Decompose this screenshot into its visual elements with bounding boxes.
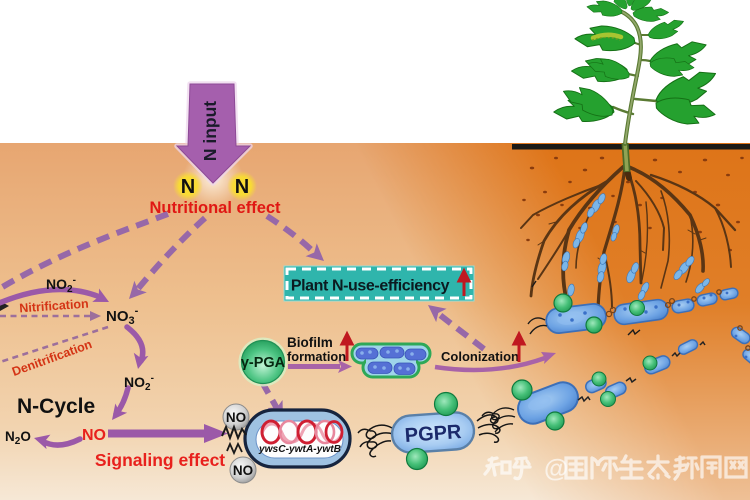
- svg-text:NO3-: NO3-: [106, 305, 139, 327]
- svg-text:PGPR: PGPR: [404, 421, 463, 447]
- svg-text:NO: NO: [82, 427, 106, 444]
- svg-text:Biofilm: Biofilm: [287, 335, 333, 350]
- svg-text:Colonization: Colonization: [441, 349, 519, 364]
- svg-text:N: N: [235, 176, 249, 198]
- svg-text:ywsC-ywtA-ywtB: ywsC-ywtA-ywtB: [258, 444, 341, 455]
- svg-text:Signaling effect: Signaling effect: [95, 450, 225, 470]
- svg-text:NO: NO: [233, 463, 253, 478]
- svg-text:N-Cycle: N-Cycle: [17, 395, 95, 418]
- svg-text:NO: NO: [226, 410, 246, 425]
- svg-text:Nutritional effect: Nutritional effect: [149, 199, 281, 217]
- svg-text:formation: formation: [287, 349, 346, 364]
- svg-text:N: N: [181, 176, 195, 198]
- svg-text:γ-PGA: γ-PGA: [241, 355, 286, 371]
- svg-text:N input: N input: [200, 101, 220, 161]
- svg-text:Plant N-use-efficiency: Plant N-use-efficiency: [291, 278, 450, 295]
- svg-text:N2O: N2O: [5, 429, 31, 447]
- svg-text:Nitrification: Nitrification: [19, 297, 89, 316]
- svg-text:@: @: [544, 455, 568, 483]
